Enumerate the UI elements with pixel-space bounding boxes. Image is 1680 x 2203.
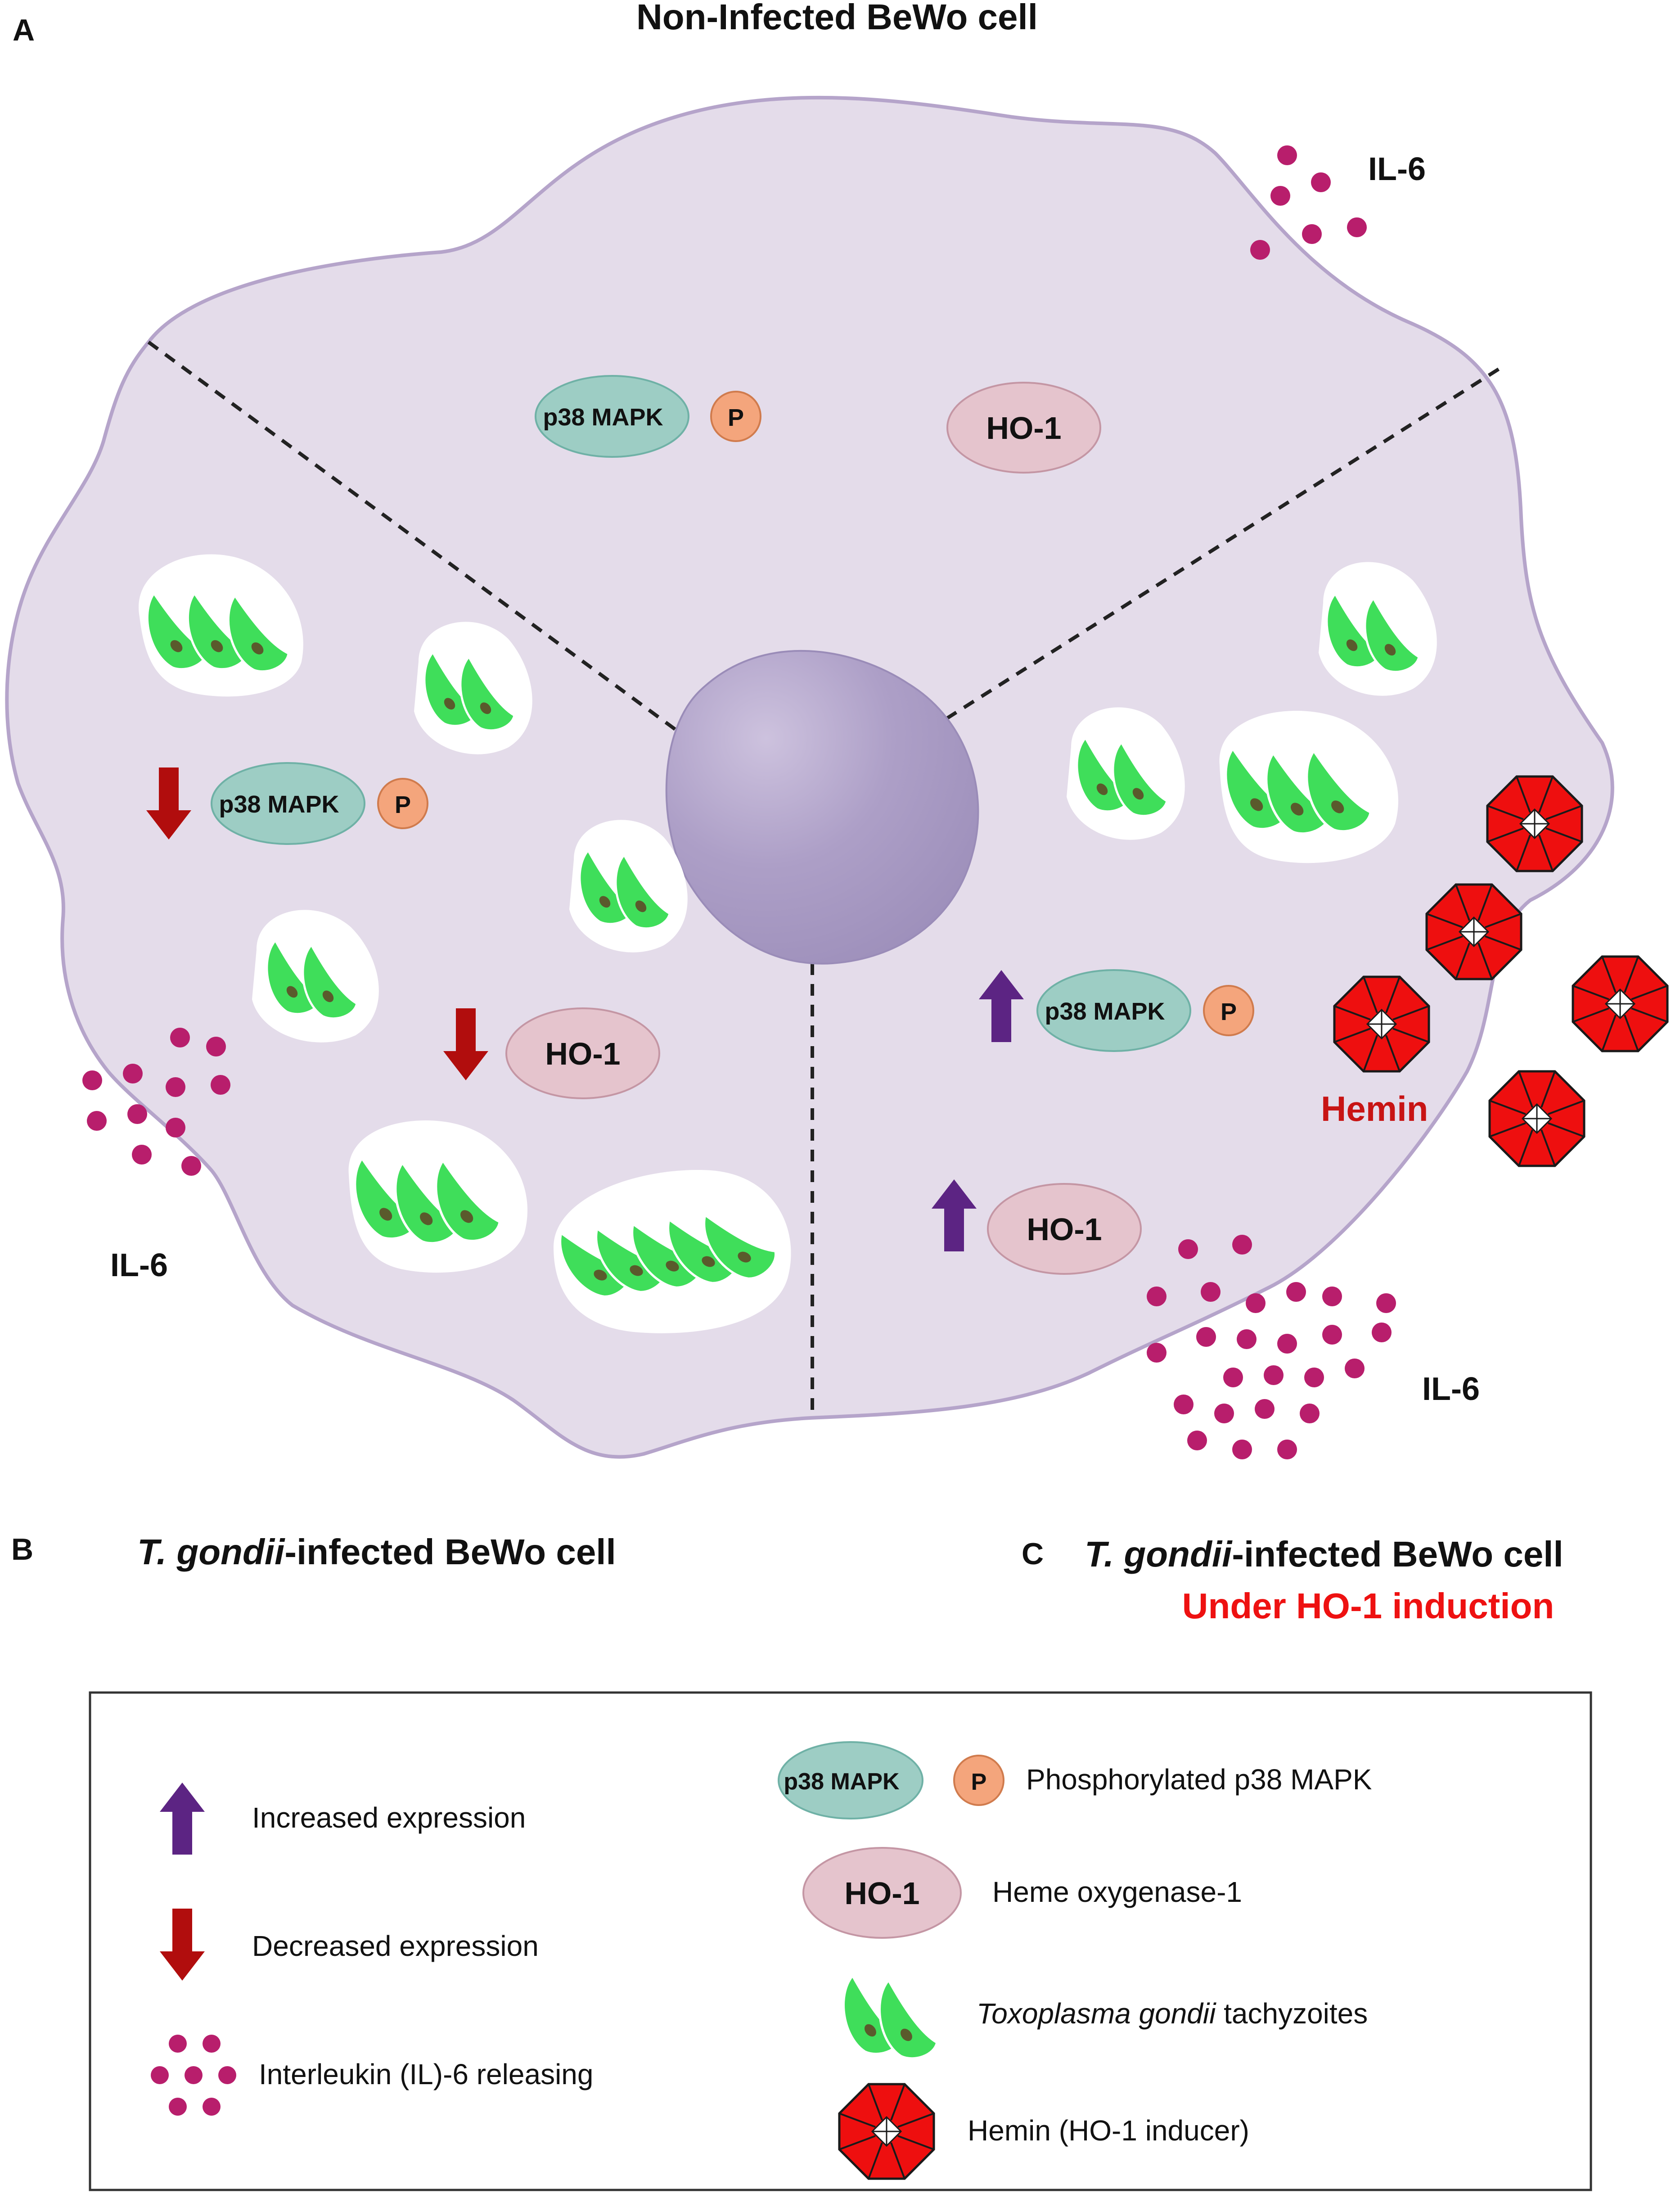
phospho-p-label: P <box>395 791 411 818</box>
panel-a-ho1: HO-1 <box>946 382 1101 474</box>
panel-b-letter: B <box>11 1532 33 1566</box>
divider-upper-right <box>921 367 1500 736</box>
p38-label: p38 MAPK <box>543 404 663 431</box>
p38-label: p38 MAPK <box>784 1769 900 1795</box>
hemin-icon <box>1490 1071 1584 1166</box>
panel-b-title-italic: T. gondii <box>137 1532 285 1572</box>
tachyzoite-cluster-c2 <box>1067 707 1185 840</box>
panel-c-p38-phospho: p38 MAPK P <box>1036 969 1254 1052</box>
legend-phospho-p38-label: Phosphorylated p38 MAPK <box>1026 1763 1372 1796</box>
legend-p38-phospho: p38 MAPK P <box>778 1741 1004 1819</box>
hemin-icon <box>1573 957 1667 1051</box>
panel-b-title-rest: -infected BeWo cell <box>284 1532 616 1572</box>
ho1-label: HO-1 <box>545 1036 620 1071</box>
hemin-icon <box>1427 885 1521 979</box>
ho1-label: HO-1 <box>844 1876 919 1911</box>
panel-c-title-rest: -infected BeWo cell <box>1232 1534 1563 1574</box>
tachyzoite-cluster-c3 <box>1214 711 1399 863</box>
tachyzoite-cluster-b2 <box>414 622 532 754</box>
il6-dots-icon <box>151 2035 236 2116</box>
legend-toxo-rest: tachyzoites <box>1216 1997 1368 2030</box>
panel-b-title: T. gondii-infected BeWo cell <box>137 1532 616 1572</box>
tachyzoite-cluster-b6 <box>547 1170 791 1333</box>
hemin-icon <box>1334 977 1429 1071</box>
divider-upper-left <box>147 340 676 731</box>
hemin-icon <box>1487 776 1582 871</box>
legend-increased-label: Increased expression <box>252 1801 526 1834</box>
ho1-label: HO-1 <box>1027 1212 1102 1247</box>
phospho-p-label: P <box>971 1769 987 1795</box>
panel-a-p38-phospho: p38 MAPK P <box>535 375 761 458</box>
legend-toxo-italic: Toxoplasma gondii <box>977 1997 1216 2030</box>
panel-c-letter: C <box>1022 1537 1044 1571</box>
legend-hemin-label: Hemin (HO-1 inducer) <box>968 2114 1249 2147</box>
legend-toxo-label: Toxoplasma gondii tachyzoites <box>977 1997 1368 2030</box>
hemin-label: Hemin <box>1321 1089 1428 1129</box>
tachyzoite-cluster-b4 <box>252 910 379 1043</box>
tachyzoite-cluster-b1 <box>136 554 303 697</box>
il6-dots-left <box>82 1028 230 1176</box>
il6-label-left: IL-6 <box>110 1247 168 1283</box>
panel-b-p38-phospho: p38 MAPK P <box>211 762 428 845</box>
p38-label: p38 MAPK <box>219 791 339 818</box>
tachyzoite-cluster-b5 <box>343 1120 528 1273</box>
il6-dots-bottom-right <box>1147 1235 1396 1459</box>
ho1-label: HO-1 <box>986 411 1061 446</box>
legend-il6-label: Interleukin (IL)-6 releasing <box>259 2058 593 2090</box>
phospho-p-label: P <box>1221 998 1237 1025</box>
nucleus <box>665 650 979 965</box>
il6-dots-top <box>1250 145 1367 260</box>
panel-c-subtitle: Under HO-1 induction <box>1182 1586 1554 1626</box>
legend-decreased-label: Decreased expression <box>252 1930 539 1962</box>
tachyzoite-cluster-c1 <box>1318 562 1437 696</box>
il6-label-bottom-right: IL-6 <box>1422 1371 1480 1407</box>
panel-a-letter: A <box>13 13 35 47</box>
tachyzoite-cluster-b3 <box>569 820 688 953</box>
p38-label: p38 MAPK <box>1045 998 1165 1025</box>
panel-c-ho1: HO-1 <box>987 1183 1142 1275</box>
panel-c-title-italic: T. gondii <box>1085 1534 1233 1574</box>
legend-ho1: HO-1 <box>802 1847 962 1939</box>
panel-a-title: Non-Infected BeWo cell <box>636 0 1038 37</box>
panel-b-ho1: HO-1 <box>505 1007 660 1099</box>
panel-c-title: T. gondii-infected BeWo cell <box>1085 1534 1563 1574</box>
hemin-icon <box>839 2084 934 2179</box>
legend-heme-oxygenase-label: Heme oxygenase-1 <box>992 1876 1242 1908</box>
il6-label-top: IL-6 <box>1368 151 1426 187</box>
phospho-p-label: P <box>728 404 744 431</box>
